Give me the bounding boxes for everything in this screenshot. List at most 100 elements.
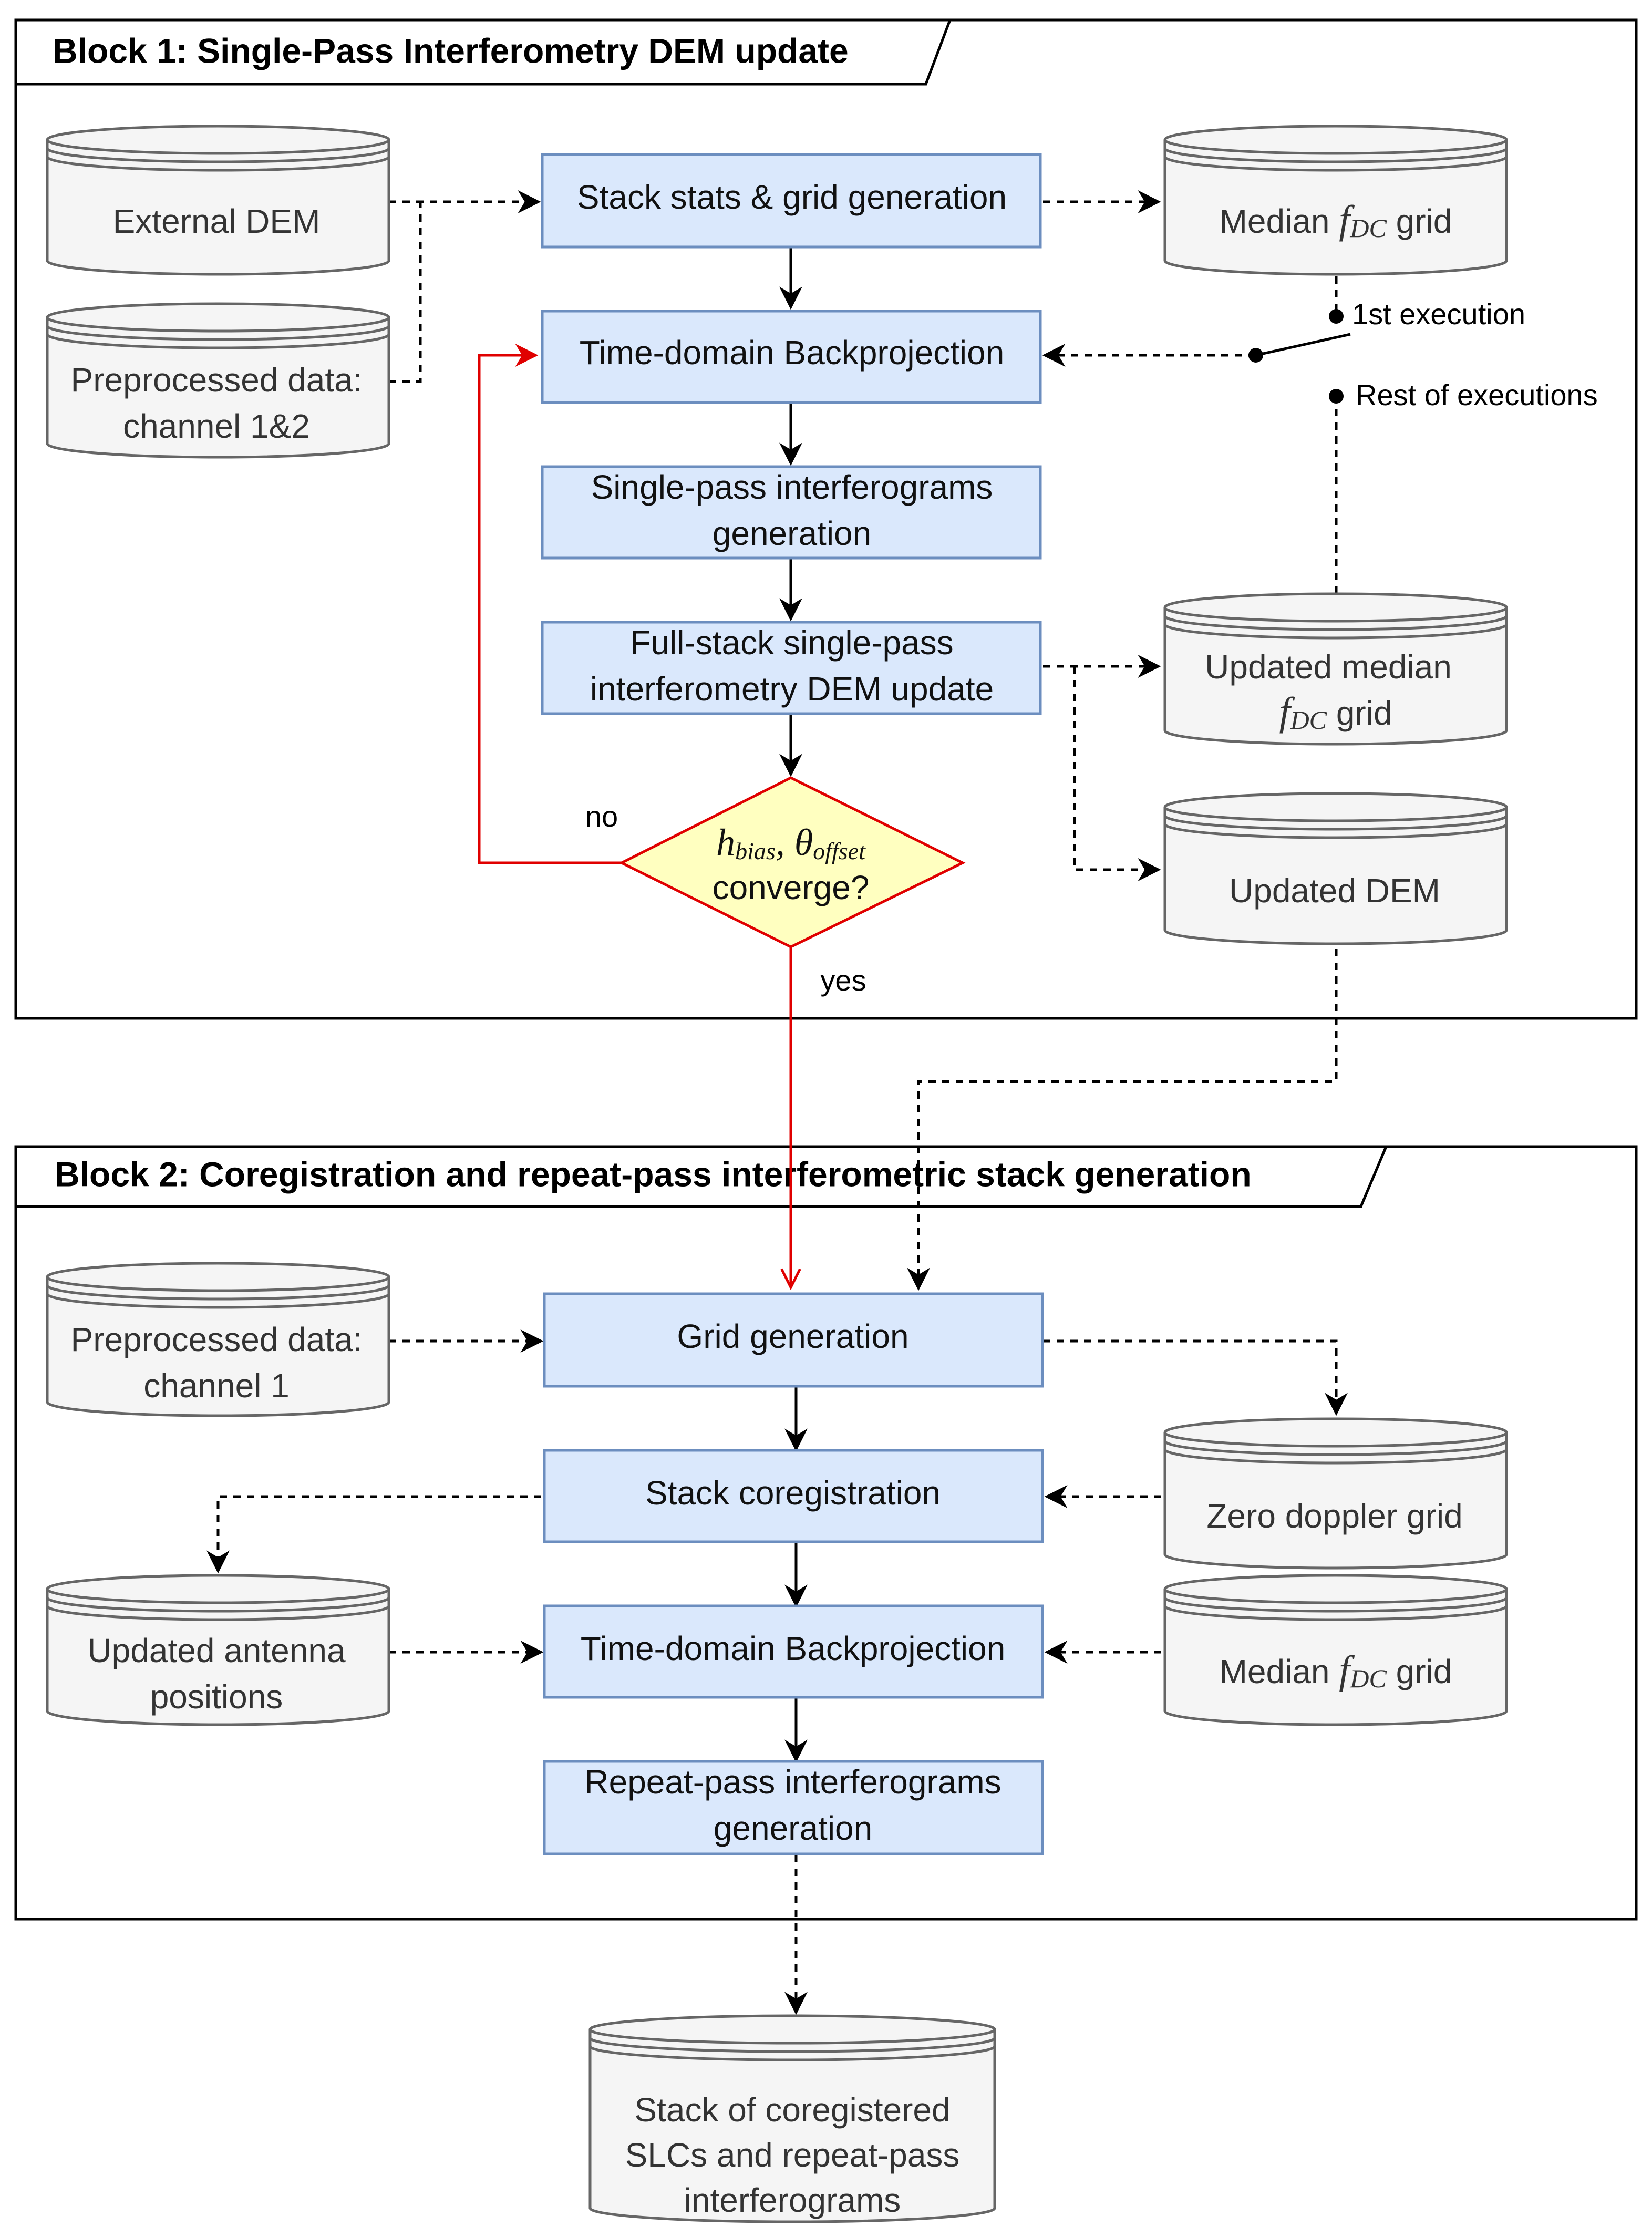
arrow-fullstack-to-updated-dem bbox=[1073, 666, 1161, 881]
store-preprocessed-channel-1: Preprocessed data: channel 1 bbox=[46, 1262, 390, 1417]
store-zero-doppler-grid: Zero doppler grid bbox=[1163, 1417, 1508, 1570]
store-cylinder-rim bbox=[1163, 1589, 1508, 1604]
process-stack-stats-grid-generation: Stack stats & grid generation bbox=[541, 153, 1042, 249]
process-repeat-pass-interferograms: Repeat-pass interferograms generation bbox=[543, 1760, 1044, 1855]
store-median-fdc-grid-2: Median fDC grid bbox=[1163, 1574, 1508, 1726]
process-fullstack-line1: Full-stack single-pass bbox=[630, 624, 953, 662]
store-cylinder-rim bbox=[588, 2037, 996, 2053]
store-cylinder-rim bbox=[1163, 1449, 1508, 1465]
store-cylinder-rim bbox=[1163, 823, 1508, 839]
process-full-stack-dem-update: Full-stack single-pass interferometry DE… bbox=[541, 621, 1042, 715]
decision-math-line: hbias, θoffset bbox=[716, 821, 866, 864]
process-time-domain-backprojection-2: Time-domain Backprojection bbox=[543, 1604, 1044, 1699]
store-preprocessed-1-line2: channel 1 bbox=[143, 1367, 290, 1405]
arrow-updated-dem-to-grid-generation bbox=[907, 949, 1338, 1291]
store-cylinder-rim bbox=[1163, 1597, 1508, 1613]
store-updated-median-line1: Updated median bbox=[1205, 648, 1452, 686]
store-zero-doppler-label: Zero doppler grid bbox=[1206, 1497, 1462, 1535]
switch-label-rest: Rest of executions bbox=[1356, 378, 1598, 411]
store-cylinder-body bbox=[46, 302, 390, 459]
switch-label-first: 1st execution bbox=[1352, 297, 1525, 331]
process-sp-interferograms-line2: generation bbox=[713, 514, 871, 552]
process-backprojection-1-label: Time-domain Backprojection bbox=[580, 334, 1005, 372]
block1-frame: Block 1: Single-Pass Interferometry DEM … bbox=[14, 18, 1638, 1020]
store-preprocessed-channel-1-2: Preprocessed data: channel 1&2 bbox=[46, 302, 390, 459]
store-cylinder-rim bbox=[46, 1605, 390, 1621]
store-cylinder-body bbox=[1163, 592, 1508, 746]
store-cylinder-rim bbox=[46, 139, 390, 155]
store-cylinder-rim bbox=[46, 1589, 390, 1604]
store-updated-antenna-positions: Updated antenna positions bbox=[46, 1574, 390, 1726]
arrow-preprocessed-12-to-stack-stats bbox=[389, 202, 422, 383]
switch-lever bbox=[1255, 333, 1351, 357]
decision-convergence: hbias, θoffset converge? bbox=[618, 776, 966, 949]
store-cylinder-rim bbox=[1163, 815, 1508, 831]
store-cylinder-rim bbox=[46, 1293, 390, 1309]
store-cylinder-rim bbox=[588, 2029, 996, 2045]
store-preprocessed-12-line2: channel 1&2 bbox=[123, 407, 310, 445]
label-no: no bbox=[585, 800, 618, 833]
process-rp-interferograms-line1: Repeat-pass interferograms bbox=[584, 1763, 1001, 1801]
arrow-grid-generation-to-zero-doppler bbox=[1043, 1339, 1348, 1416]
store-cylinder-rim bbox=[1163, 1605, 1508, 1621]
arrow-loop-no bbox=[478, 344, 622, 864]
store-cylinder-body bbox=[1163, 1417, 1508, 1570]
store-cylinder-rim bbox=[1163, 607, 1508, 623]
store-cylinder-rim bbox=[1163, 615, 1508, 631]
store-cylinder-body bbox=[1163, 792, 1508, 945]
store-external-dem-label: External DEM bbox=[113, 202, 321, 240]
store-output-line1: Stack of coregistered bbox=[634, 2091, 950, 2129]
process-single-pass-interferograms: Single-pass interferograms generation bbox=[541, 465, 1042, 560]
process-sp-interferograms-line1: Single-pass interferograms bbox=[591, 468, 993, 506]
store-cylinder-rim bbox=[1163, 148, 1508, 163]
store-updated-median-fdc-grid: Updated median fDC grid bbox=[1163, 592, 1508, 746]
store-median-fdc-grid-2-label: Median fDC grid bbox=[1220, 1648, 1452, 1693]
store-output-line2: SLCs and repeat-pass bbox=[625, 2136, 960, 2174]
arrow-stack-coreg-to-updated-antenna bbox=[206, 1495, 541, 1574]
switch-dot-pivot bbox=[1248, 348, 1263, 363]
store-updated-median-line2: fDC grid bbox=[1279, 689, 1392, 735]
decision-line2: converge? bbox=[713, 869, 870, 906]
store-updated-dem: Updated DEM bbox=[1163, 792, 1508, 945]
store-cylinder-body bbox=[588, 2014, 996, 2223]
block1-title: Block 1: Single-Pass Interferometry DEM … bbox=[53, 31, 849, 70]
store-cylinder-rim bbox=[46, 148, 390, 163]
process-time-domain-backprojection-1: Time-domain Backprojection bbox=[541, 310, 1042, 404]
store-preprocessed-12-line1: Preprocessed data: bbox=[71, 361, 363, 399]
block2-title: Block 2: Coregistration and repeat-pass … bbox=[55, 1154, 1252, 1193]
store-cylinder-rim bbox=[1163, 139, 1508, 155]
store-updated-dem-label: Updated DEM bbox=[1229, 872, 1440, 910]
process-grid-generation-label: Grid generation bbox=[677, 1317, 908, 1355]
block2-frame: Block 2: Coregistration and repeat-pass … bbox=[14, 1145, 1638, 1921]
store-cylinder-rim bbox=[46, 325, 390, 341]
process-backprojection-2-label: Time-domain Backprojection bbox=[581, 1630, 1006, 1667]
store-cylinder-body bbox=[46, 1262, 390, 1417]
process-rp-interferograms-line2: generation bbox=[714, 1809, 872, 1847]
store-cylinder-body bbox=[1163, 1574, 1508, 1726]
store-cylinder-rim bbox=[1163, 156, 1508, 172]
connectors bbox=[206, 190, 1351, 2015]
store-cylinder-rim bbox=[46, 1285, 390, 1301]
process-stack-stats-label: Stack stats & grid generation bbox=[577, 178, 1007, 216]
store-cylinder-rim bbox=[46, 334, 390, 349]
store-updated-antenna-line1: Updated antenna bbox=[87, 1632, 346, 1669]
store-preprocessed-1-line1: Preprocessed data: bbox=[71, 1321, 363, 1358]
store-median-fdc-grid-label: Median fDC grid bbox=[1220, 198, 1452, 243]
store-cylinder-rim bbox=[1163, 1432, 1508, 1448]
store-cylinder-rim bbox=[588, 2046, 996, 2061]
store-cylinder-rim bbox=[1163, 1440, 1508, 1456]
process-grid-generation: Grid generation bbox=[543, 1292, 1044, 1388]
switch-dot-rest bbox=[1329, 389, 1344, 404]
process-stack-coregistration: Stack coregistration bbox=[543, 1449, 1044, 1543]
store-cylinder-rim bbox=[46, 1276, 390, 1292]
process-fullstack-line2: interferometry DEM update bbox=[590, 670, 994, 708]
store-external-dem: External DEM bbox=[46, 125, 390, 276]
execution-switch: 1st execution Rest of executions bbox=[1248, 297, 1598, 411]
store-cylinder-body bbox=[46, 1574, 390, 1726]
store-cylinder-rim bbox=[46, 1597, 390, 1613]
process-stack-coreg-label: Stack coregistration bbox=[645, 1474, 941, 1512]
store-cylinder-rim bbox=[1163, 624, 1508, 640]
store-cylinder-body bbox=[46, 125, 390, 276]
store-cylinder-rim bbox=[46, 317, 390, 333]
store-median-fdc-grid: Median fDC grid bbox=[1163, 125, 1508, 276]
